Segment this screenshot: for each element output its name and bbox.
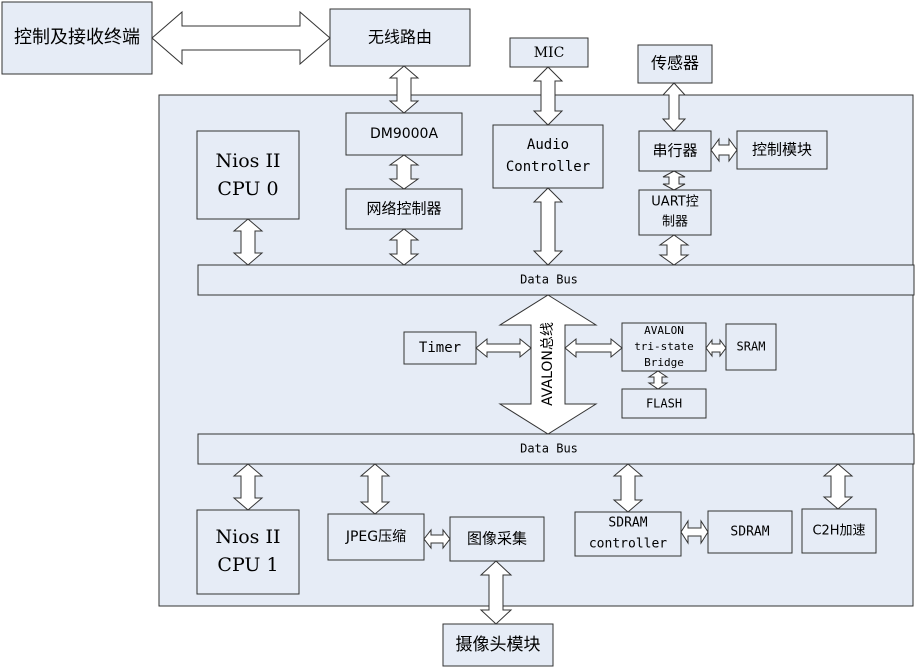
c2h-label: C2H加速 [812, 524, 865, 539]
data-bus-bottom-label: Data Bus [520, 442, 578, 456]
dm9000a-label: DM9000A [370, 126, 438, 142]
audio-controller-box [492, 124, 604, 189]
capture-camera-arrow [479, 560, 513, 625]
audio-controller-line2: Controller [506, 159, 590, 175]
sensor-serializer-arrow [661, 82, 687, 132]
avalon-bridge-arrow [564, 337, 623, 359]
avalon-bus-arrow [498, 294, 598, 435]
flash-box [621, 388, 707, 419]
nios-cpu1-line1: Nios II [216, 526, 281, 548]
sdramctrl-sdram-arrow [680, 519, 709, 545]
avalon-bridge-line2: tri-state [634, 340, 694, 353]
bridge-flash-arrow [647, 370, 669, 390]
netctrl-bus-arrow [388, 228, 420, 266]
avalon-bridge-box [621, 322, 707, 372]
timer-box [403, 331, 477, 365]
image-capture-label: 图像采集 [467, 530, 527, 548]
data-bus-top-label: Data Bus [520, 273, 578, 287]
bus-c2h-arrow [822, 463, 854, 510]
avalon-bridge-line3: Bridge [644, 356, 684, 369]
cpu0-bus-arrow [232, 218, 264, 266]
uart-controller-line1: UART控 [651, 195, 698, 210]
serializer-control-arrow [710, 137, 738, 163]
sram-label: SRAM [737, 340, 766, 354]
data-bus-bottom-box [197, 433, 915, 465]
sensor-label: 传感器 [651, 54, 699, 73]
audio-controller-line1: Audio [527, 137, 569, 153]
timer-avalon-arrow [475, 337, 532, 359]
nios-cpu0-box [196, 130, 300, 220]
sdram-controller-box [574, 511, 682, 557]
wireless-router-label: 无线路由 [368, 28, 432, 47]
wireless-router-box [329, 8, 471, 67]
timer-label: Timer [419, 340, 461, 356]
dm9000a-box [345, 112, 463, 156]
control-terminal-box [1, 1, 153, 75]
flash-label: FLASH [646, 397, 682, 411]
nios-cpu1-box [196, 509, 300, 595]
dm9000a-netctrl-arrow [388, 154, 420, 190]
router-dm9000a-arrow [388, 65, 420, 114]
sdram-controller-line2: controller [589, 537, 667, 552]
mic-box [509, 37, 589, 68]
terminal-router-arrow [151, 10, 331, 66]
mic-audio-arrow [532, 66, 564, 126]
sdram-label: SDRAM [730, 525, 769, 540]
jpeg-label: JPEG压缩 [345, 529, 406, 545]
avalon-bridge-line1: AVALON [644, 324, 684, 337]
control-terminal-label: 控制及接收终端 [14, 27, 140, 48]
mic-label: MIC [534, 45, 565, 61]
uart-bus-arrow [658, 234, 690, 266]
jpeg-box [327, 513, 425, 561]
data-bus-top-box [197, 264, 915, 296]
serializer-label: 串行器 [652, 142, 697, 160]
uart-controller-box [638, 189, 712, 236]
serializer-uart-arrow [662, 170, 686, 191]
avalon-bus-label: AVALON总线 [540, 322, 556, 406]
nios-cpu0-line1: Nios II [216, 150, 281, 172]
camera-module-label: 摄像头模块 [456, 635, 541, 655]
bus-cpu1-arrow [232, 463, 264, 511]
network-controller-label: 网络控制器 [366, 200, 441, 218]
sdram-box [707, 510, 793, 554]
uart-controller-line2: 制器 [662, 215, 688, 230]
bus-sdramctrl-arrow [612, 463, 644, 513]
jpeg-capture-arrow [423, 528, 451, 550]
c2h-box [801, 508, 877, 554]
sensor-box [637, 44, 713, 84]
serializer-box [638, 130, 712, 172]
nios-cpu0-line2: CPU 0 [217, 178, 278, 200]
nios-cpu1-line2: CPU 1 [217, 554, 278, 576]
bus-jpeg-arrow [359, 463, 391, 515]
bridge-sram-arrow [705, 338, 727, 358]
sram-box [725, 323, 777, 371]
sdram-controller-line1: SDRAM [608, 516, 647, 531]
control-module-label: 控制模块 [752, 141, 812, 159]
camera-module-box [442, 623, 554, 667]
audio-bus-arrow [532, 187, 564, 266]
